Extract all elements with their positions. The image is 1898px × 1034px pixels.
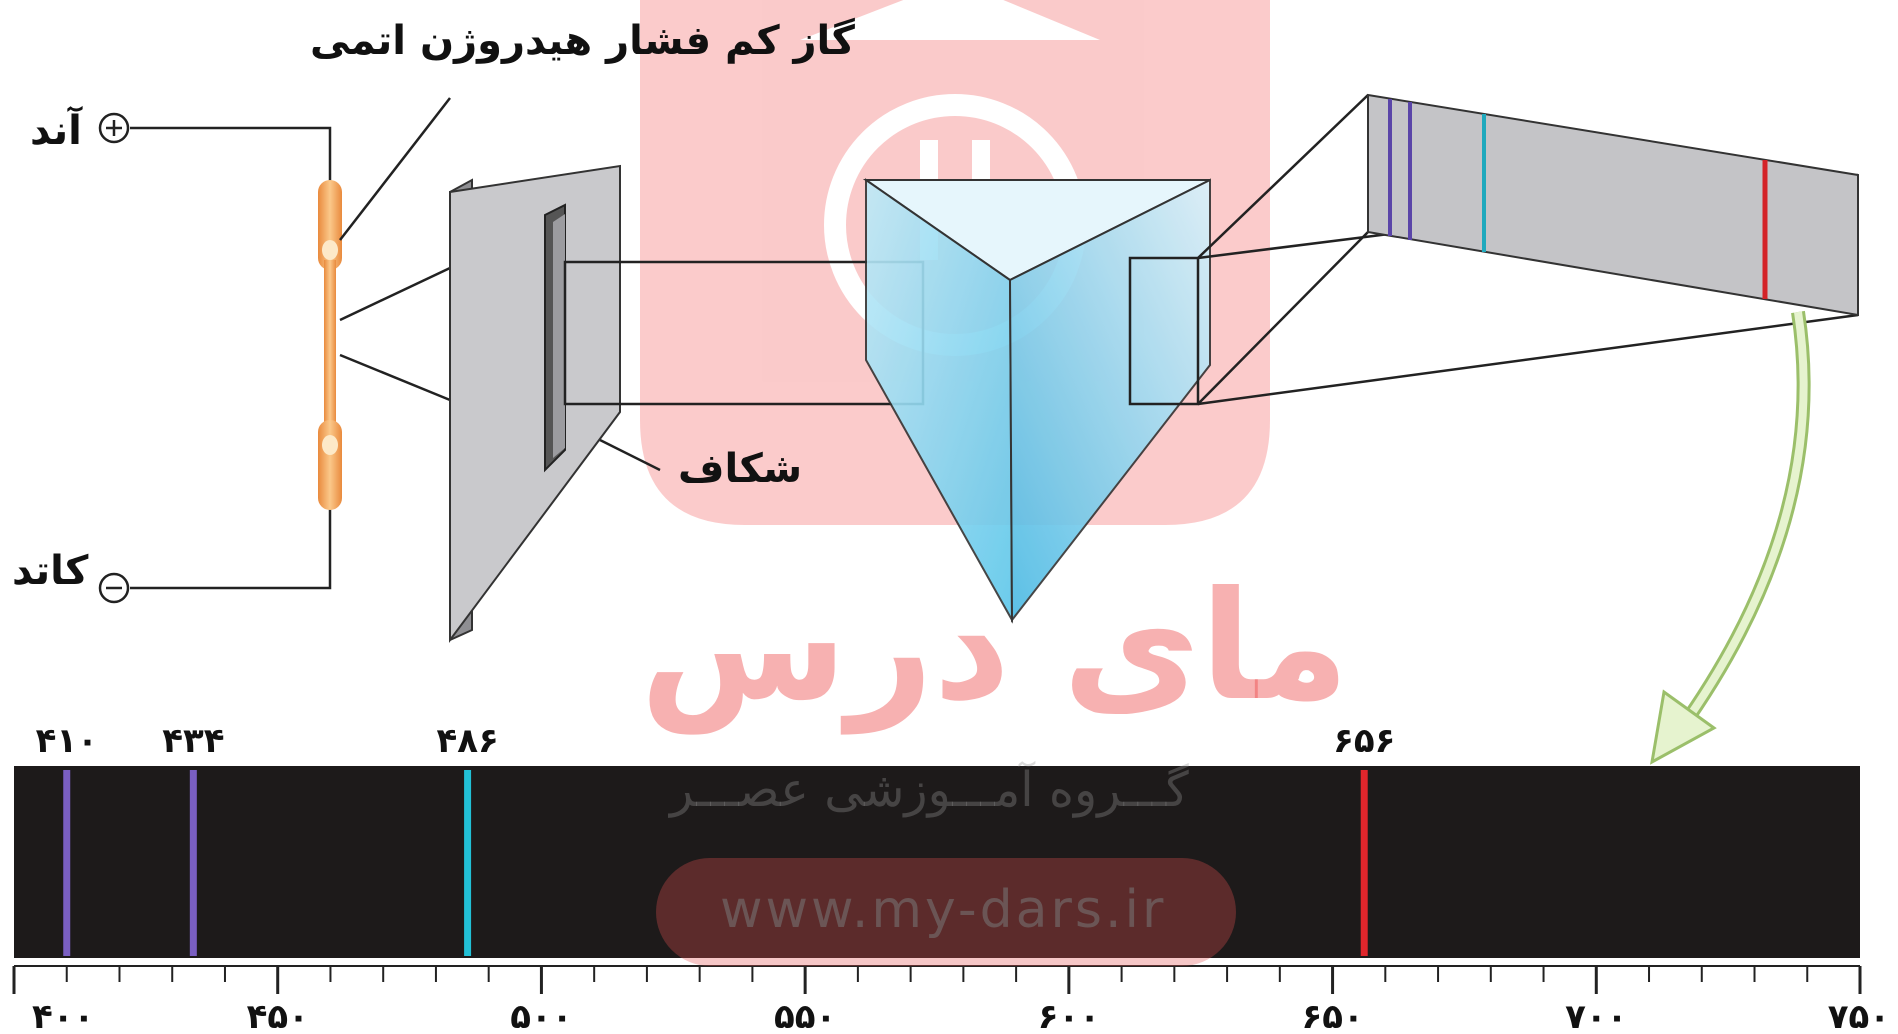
projection-screen — [1367, 93, 1859, 317]
axis-tick-label: ۵۰۰ — [510, 997, 572, 1034]
axis-tick-label: ۵۵۰ — [774, 997, 836, 1034]
axis-tick-label: ۷۰۰ — [1565, 997, 1627, 1034]
axis-tick-label: ۷۵۰ — [1828, 997, 1890, 1034]
watermark-subtitle: گـــروه آمـــوزشی عصـــر — [670, 762, 1189, 818]
gas-label: گاز کم فشار هیدروژن اتمی — [310, 18, 855, 64]
axis-tick-label: ۶۵۰ — [1301, 997, 1363, 1034]
slit-screen — [449, 164, 621, 644]
axis-tick-label: ۴۰۰ — [32, 997, 94, 1034]
anode-terminal-icon — [98, 112, 130, 144]
slit-label: شکاف — [678, 446, 803, 492]
spectral-line-label: ۴۳۴ — [162, 721, 224, 761]
prism — [862, 178, 1211, 624]
circuit-wires — [130, 126, 332, 590]
curved-arrow-icon — [1649, 310, 1811, 765]
axis-tick-label: ۴۵۰ — [247, 997, 309, 1034]
cathode-label: کاتد — [12, 548, 89, 594]
spectrum-background — [14, 766, 1860, 958]
axis-tick-label: ۶۰۰ — [1038, 997, 1100, 1034]
spectral-line-label: ۶۵۶ — [1333, 721, 1395, 761]
watermark-title: مای درس — [640, 560, 1350, 734]
watermark-url: www.my-dars.ir — [720, 880, 1167, 940]
anode-label: آند — [30, 108, 82, 154]
emission-spectrum: ۴۱۰ ۴۳۴ ۴۸۶ ۶۵۶ ۴۰۰ ۴۵۰ ۵۰۰ ۵۵۰ ۶۰۰ ۶۵۰ ۷۰۰ ۷۵۰ — [12, 721, 1890, 1034]
cathode-terminal-icon — [98, 572, 130, 604]
gas-discharge-tube — [318, 180, 342, 510]
spectral-line-label: ۴۸۶ — [436, 721, 498, 761]
spectral-line-label: ۴۱۰ — [36, 721, 98, 761]
watermark-url-pill — [656, 858, 1236, 966]
light-beam-lines — [339, 266, 451, 402]
